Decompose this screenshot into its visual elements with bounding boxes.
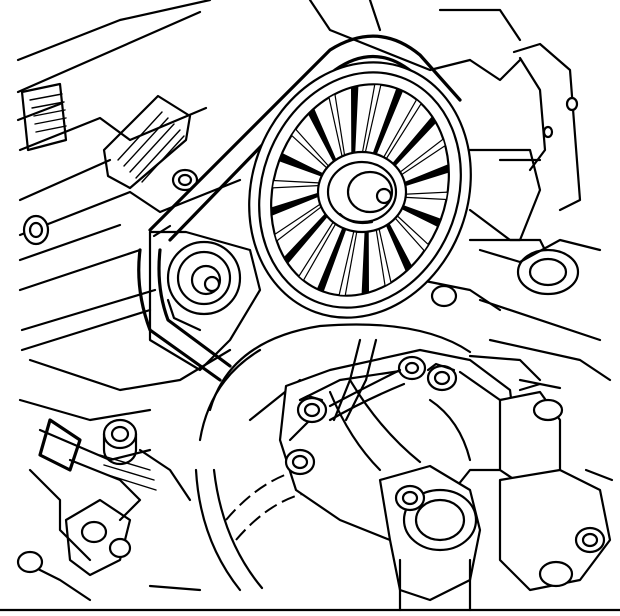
pump-bolt [298,396,326,422]
tensioner-pulley [150,232,260,370]
vent-slots [22,84,66,150]
frame-lines [0,586,620,610]
valve-cover [18,0,240,350]
exhaust-manifold [20,350,230,560]
pump-bolt [286,450,314,474]
hose-outlet-right [420,240,610,380]
breather-grille [104,96,190,188]
manifold-bolt [104,420,136,464]
thermostat-outlet [380,466,480,610]
wire-harness [330,340,540,420]
pump-bolt [428,364,456,390]
pulley-spokes [271,84,449,295]
bracket-lower-left [18,500,130,600]
idler-pulley [214,31,506,349]
heater-hose-fitting [500,380,612,590]
small-bolt-left [24,170,197,244]
pump-bolt [399,357,425,379]
